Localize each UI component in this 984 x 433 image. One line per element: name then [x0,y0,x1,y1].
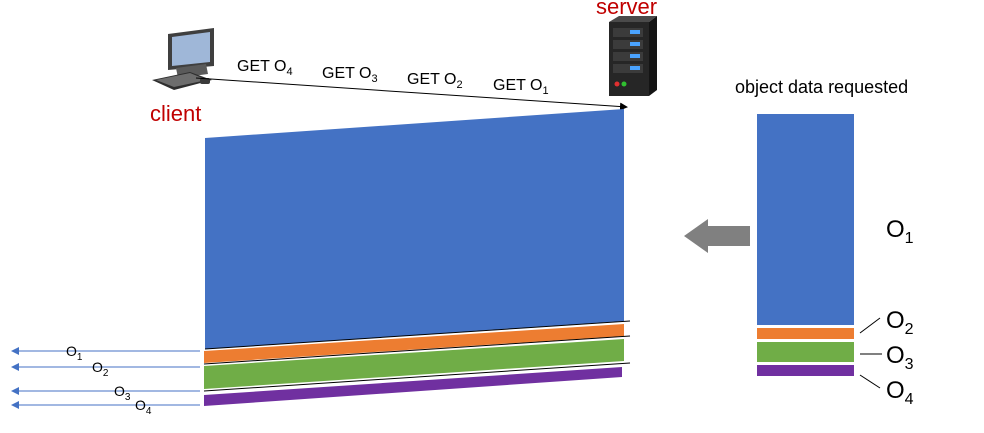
client-computer-icon [152,28,214,90]
legend-block-o1 [757,114,854,325]
response-band-o2 [204,324,624,363]
legend-block-o2 [757,328,854,339]
server-label: server [596,0,657,19]
response-band-o4 [204,367,622,406]
client-label: client [150,101,201,126]
legend-title: object data requested [735,77,908,97]
legend-block-o4 [757,365,854,376]
legend-label-o4: O4 [886,377,914,408]
request-label: GET O3 [322,65,378,85]
leader-line [859,317,881,334]
request-label: GET O1 [493,77,549,97]
legend-label-o1: O1 [886,216,914,247]
request-label: GET O2 [407,71,463,91]
legend-label-o2: O2 [886,307,914,338]
leader-line [859,374,881,389]
band-separator [203,362,631,392]
left-arrow-icon [684,219,750,253]
response-band-o3 [204,339,624,389]
response-label: O4 [135,397,152,417]
band-separator [204,320,631,350]
request-label: GET O4 [237,58,293,78]
server-icon [609,16,657,96]
band-separator [203,335,631,365]
request-arrow [195,77,628,111]
response-band-o1 [205,109,624,349]
response-label: O3 [114,383,131,403]
response-label: O2 [92,359,109,379]
response-label: O1 [66,343,83,363]
legend-block-o3 [757,342,854,362]
legend-label-o3: O3 [886,342,914,373]
